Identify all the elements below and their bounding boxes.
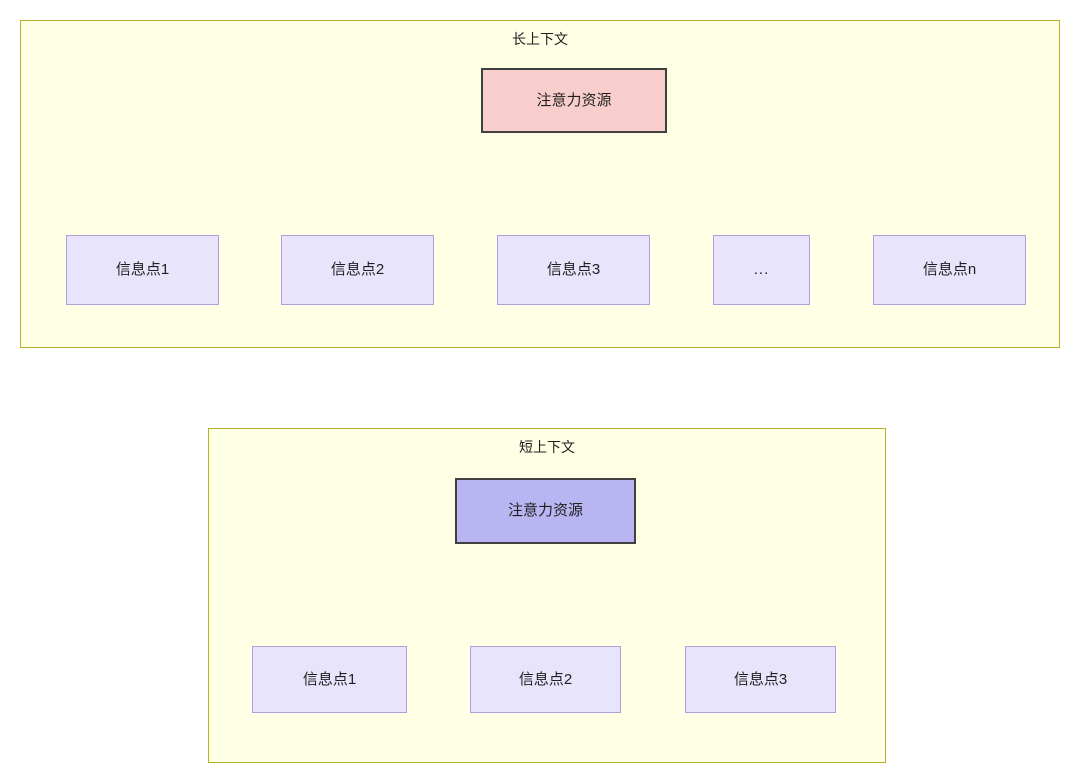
node-long-info-point-3-label: 信息点3 — [546, 261, 601, 278]
node-short-info-point-3[interactable]: 信息点3 — [685, 646, 836, 713]
group-short-context-title: 短上下文 — [519, 439, 575, 455]
node-short-attention-resource[interactable]: 注意力资源 — [455, 478, 636, 544]
group-long-context-title: 长上下文 — [512, 31, 568, 47]
node-short-attention-resource-label: 注意力资源 — [507, 502, 583, 519]
node-long-attention-resource[interactable]: 注意力资源 — [481, 68, 667, 133]
node-short-info-point-1[interactable]: 信息点1 — [252, 646, 407, 713]
node-long-info-point-2[interactable]: 信息点2 — [281, 235, 434, 305]
node-long-info-point-1-label: 信息点1 — [115, 261, 170, 278]
node-long-attention-resource-label: 注意力资源 — [536, 91, 612, 109]
node-short-info-point-3-label: 信息点3 — [733, 670, 788, 688]
node-short-info-point-2-label: 信息点2 — [518, 670, 573, 688]
node-long-info-point-2-label: 信息点2 — [330, 261, 385, 278]
node-long-info-point-ellipsis-label: ... — [753, 261, 770, 278]
node-short-info-point-1-label: 信息点1 — [302, 670, 357, 688]
node-long-info-point-ellipsis[interactable]: ... — [713, 235, 810, 305]
node-long-info-point-1[interactable]: 信息点1 — [66, 235, 219, 305]
node-long-info-point-3[interactable]: 信息点3 — [497, 235, 650, 305]
node-long-info-point-n-label: 信息点n — [922, 261, 977, 278]
node-long-info-point-n[interactable]: 信息点n — [873, 235, 1026, 305]
node-short-info-point-2[interactable]: 信息点2 — [470, 646, 621, 713]
